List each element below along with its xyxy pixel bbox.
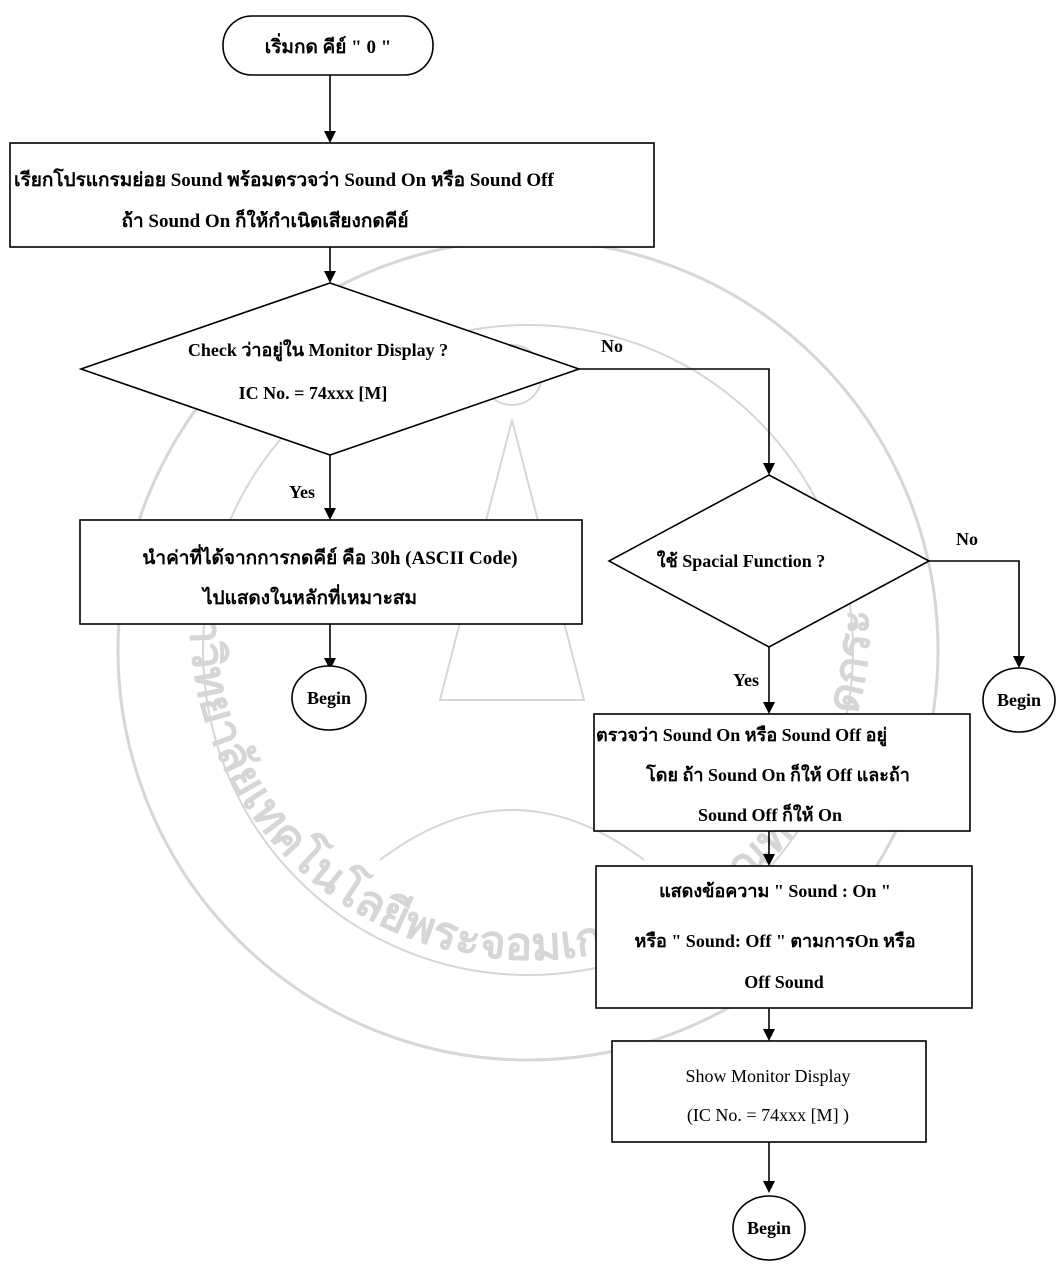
show-key-line1: นำค่าที่ได้จากการกดคีย์ คือ 30h (ASCII C… bbox=[142, 544, 517, 569]
toggle-sound-line1: ตรวจว่า Sound On หรือ Sound Off อยู่ bbox=[596, 725, 887, 747]
begin-bottom-label: Begin bbox=[747, 1218, 791, 1238]
arrowhead bbox=[763, 854, 775, 866]
arrow-monitor-no bbox=[579, 368, 770, 465]
show-message-line3: Off Sound bbox=[744, 972, 824, 992]
arrowhead bbox=[324, 658, 336, 670]
arrowhead bbox=[763, 1029, 775, 1041]
check-special-label: ใช้ Spacial Function ? bbox=[657, 550, 826, 571]
begin-left-connector bbox=[291, 665, 367, 731]
arrowhead bbox=[324, 508, 336, 520]
arrowhead bbox=[763, 702, 775, 714]
arrowhead bbox=[1013, 656, 1025, 668]
start-label: เริ่มกด คีย์ " 0 " bbox=[265, 33, 392, 58]
show-key-process bbox=[79, 519, 583, 625]
toggle-sound-line3: Sound Off ก็ให้ On bbox=[698, 803, 842, 825]
show-message-line1: แสดงข้อความ " Sound : On " bbox=[659, 881, 891, 901]
check-monitor-line2: IC No. = 74xxx [M] bbox=[239, 383, 388, 403]
call-sound-line1: เรียกโปรแกรมย่อย Sound พร้อมตรวจว่า Soun… bbox=[14, 168, 554, 191]
arrowhead bbox=[324, 131, 336, 143]
start-terminator bbox=[222, 15, 434, 76]
check-monitor-line1: Check ว่าอยู่ใน Monitor Display ? bbox=[188, 339, 448, 362]
check-monitor-decision bbox=[78, 282, 582, 456]
begin-bottom-connector bbox=[732, 1195, 806, 1261]
toggle-sound-line2: โดย ถ้า Sound On ก็ให้ Off และถ้า bbox=[645, 763, 910, 785]
begin-left-label: Begin bbox=[307, 688, 351, 708]
check-monitor-yes-label: Yes bbox=[289, 482, 315, 502]
begin-right-connector bbox=[982, 667, 1056, 733]
check-special-no-label: No bbox=[956, 529, 978, 549]
show-monitor-line2: (IC No. = 74xxx [M] ) bbox=[687, 1105, 849, 1126]
begin-right-label: Begin bbox=[997, 690, 1041, 710]
show-message-process bbox=[595, 865, 973, 1009]
call-sound-line2: ถ้า Sound On ก็ให้กำเนิดเสียงกดคีย์ bbox=[121, 208, 408, 232]
arrow-special-no bbox=[929, 560, 1020, 658]
arrowhead bbox=[763, 463, 775, 475]
arrowhead bbox=[324, 271, 336, 283]
check-special-yes-label: Yes bbox=[733, 670, 759, 690]
show-message-line2: หรือ " Sound: Off " ตามการOn หรือ bbox=[634, 931, 915, 951]
check-monitor-no-label: No bbox=[601, 336, 623, 356]
show-key-line2: ไปแสดงในหลักที่เหมาะสม bbox=[201, 584, 417, 609]
call-sound-process bbox=[9, 142, 655, 248]
arrowhead bbox=[763, 1181, 775, 1193]
toggle-sound-process bbox=[593, 713, 971, 832]
show-monitor-process bbox=[611, 1040, 927, 1143]
show-monitor-line1: Show Monitor Display bbox=[685, 1066, 850, 1086]
